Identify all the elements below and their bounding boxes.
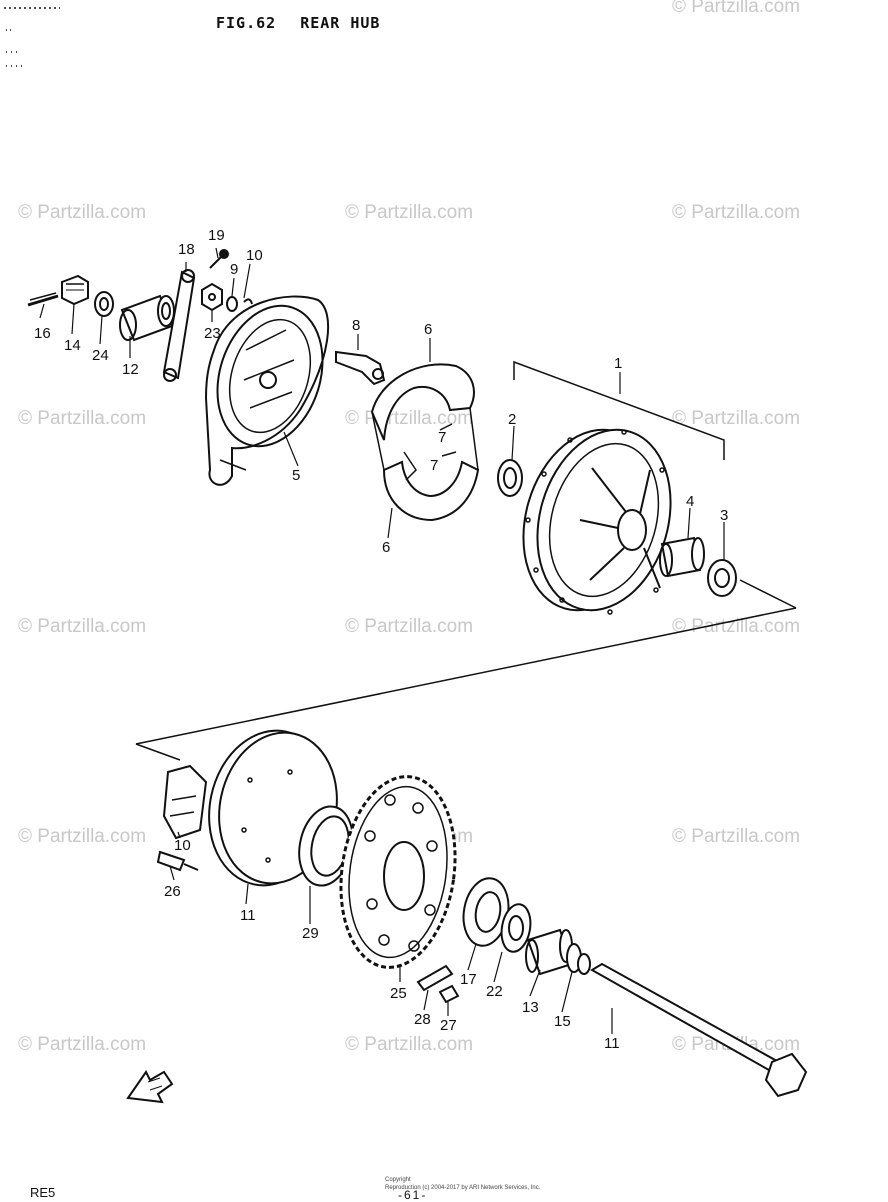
watermark: © Partzilla.com [18,1034,147,1055]
callout-15: 13 [522,999,539,1016]
part-5-brake-panel [204,295,329,486]
watermark: © Partzilla.com [345,1034,474,1055]
watermark: © Partzilla.com [18,616,147,637]
watermark: © Partzilla.com [18,826,147,847]
callout-23: 23 [204,325,221,342]
scan-specks [4,7,60,67]
callout-12: 10 [174,837,191,854]
part-24-washer [94,291,114,317]
callout-11: 11 [240,907,256,924]
watermark: © Partzilla.com [18,408,147,429]
part-12-damper [162,764,208,840]
callout-14: 12 [122,361,139,378]
part-10-cotter-pin [243,298,253,305]
copyright-line-2: Reproduction (c) 2004-2017 by ARI Networ… [385,1185,541,1191]
callout-16: 14 [64,337,81,354]
part-18-cotter-pin [27,292,59,307]
part-15-spacer [525,928,574,976]
callout-2: 2 [508,411,517,428]
callout-26: 26 [164,883,181,900]
callout-17: 15 [554,1013,571,1030]
figure-title: FIG.62 REAR HUB [216,14,394,32]
model-code: RE5 [30,1185,56,1200]
part-22-seal [500,903,532,953]
watermark: © Partzilla.com [672,826,801,847]
front-direction-arrow [126,1070,174,1104]
callout-19: 17 [460,971,477,988]
leader-lines [39,247,725,1034]
divider-line [739,579,797,609]
page-number: -61- [398,1188,428,1202]
assembly-bracket-1 [513,360,725,460]
part-25-sprocket [339,775,457,969]
part-21-bolt [209,249,229,269]
callout-7-lower: 7 [430,457,439,474]
part-13-axle [590,962,808,1098]
watermark: © Partzilla.com [672,616,801,637]
figure-name: REAR HUB [300,14,381,32]
figure-number: FIG.62 [216,14,277,32]
part-16-nut [61,274,89,306]
callout-13: 11 [604,1035,620,1052]
part-17-collar [566,943,591,975]
callout-21: 19 [208,227,225,244]
watermark: © Partzilla.com [345,616,474,637]
part-14-sleeve [119,294,175,342]
part-9-washer [226,296,238,312]
callout-3: 3 [720,507,729,524]
part-23-nut [201,282,223,312]
watermark: © Partzilla.com [345,202,474,223]
part-4-spacer [659,536,705,578]
part-19-bearing [462,877,510,947]
part-3-oil-seal [707,559,737,597]
divider-line [135,607,797,745]
callout-20: 18 [178,241,195,258]
part-2-oil-seal [497,459,523,497]
copyright-line-1: Copyright [385,1177,411,1183]
watermark: © Partzilla.com [672,408,801,429]
callout-4: 4 [686,493,695,510]
callout-8: 8 [352,317,361,334]
callout-1: 1 [614,355,623,372]
watermark: © Partzilla.com [672,0,801,17]
part-26-bolt [156,850,199,872]
watermark: © Partzilla.com [18,202,147,223]
callout-29: 29 [302,925,319,942]
callout-18: 16 [34,325,51,342]
part-28-lock-washer [416,964,454,992]
part-6-brake-shoes [370,363,480,522]
callout-5: 5 [292,467,301,484]
callout-22: 22 [486,983,503,1000]
callout-9: 9 [230,261,239,278]
callout-6-lower: 6 [382,539,391,556]
part-1-hub [522,428,672,615]
callout-25: 25 [390,985,407,1002]
callout-27: 27 [440,1017,457,1034]
divider-line [135,743,181,761]
callout-10: 10 [246,247,263,264]
callout-28: 28 [414,1011,431,1028]
part-27-nut [438,984,460,1004]
copyright-notice: Copyright Reproduction (c) 2004-2017 by … [385,1176,545,1192]
part-8-camshaft [335,350,386,386]
callout-7-upper: 7 [438,429,447,446]
part-20-torque-link [162,269,196,382]
callout-24: 24 [92,347,109,364]
watermark: © Partzilla.com [672,202,801,223]
callout-6-upper: 6 [424,321,433,338]
